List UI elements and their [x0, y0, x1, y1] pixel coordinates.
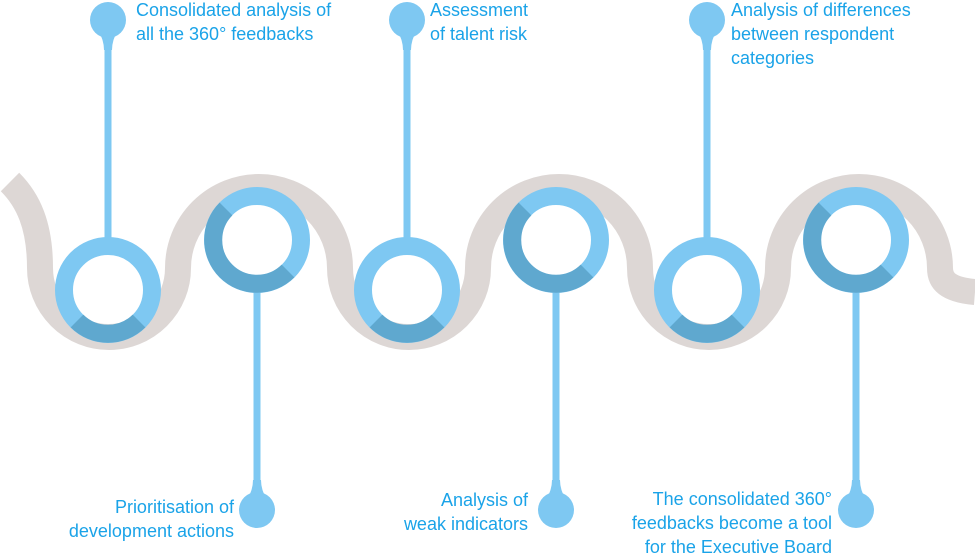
- wave-track: [0, 172, 975, 350]
- ring-6: [803, 187, 909, 293]
- step-3-line-2: of talent risk: [430, 24, 528, 44]
- ring-5: [654, 237, 760, 343]
- connectors: [104, 20, 860, 510]
- ring-2: [204, 187, 310, 293]
- step-6-line-3: for the Executive Board: [644, 537, 832, 555]
- step-2-line-1: Prioritisation of: [114, 497, 234, 517]
- step-4-label: Analysis of weak indicators: [404, 488, 528, 536]
- step-1-label: Consolidated analysis of all the 360° fe…: [136, 0, 331, 46]
- ring-3: [354, 237, 460, 343]
- step-4-line-1: Analysis of: [440, 490, 528, 510]
- step-5-label: Analysis of differences between responde…: [731, 0, 911, 70]
- step-2-label: Prioritisation of development actions: [69, 495, 234, 543]
- step-5-line-1: Analysis of differences: [731, 0, 911, 20]
- step-6-line-2: feedbacks become a tool: [631, 513, 832, 533]
- step-2-line-2: development actions: [68, 521, 234, 541]
- step-1-line-2: all the 360° feedbacks: [136, 24, 314, 44]
- end-dot-4: [538, 480, 574, 528]
- step-4-line-2: weak indicators: [403, 514, 528, 534]
- rings: [55, 187, 909, 343]
- step-5-line-3: categories: [731, 48, 815, 68]
- step-3-label: Assessment of talent risk: [430, 0, 528, 46]
- step-1-line-1: Consolidated analysis of: [136, 0, 332, 20]
- end-dot-5: [689, 2, 725, 50]
- step-6-label: The consolidated 360° feedbacks become a…: [632, 487, 832, 555]
- end-dot-1: [90, 2, 126, 50]
- ring-4: [503, 187, 609, 293]
- ring-1: [55, 237, 161, 343]
- end-dot-2: [239, 480, 275, 528]
- step-3-line-1: Assessment: [430, 0, 529, 20]
- end-dot-6: [838, 480, 874, 528]
- step-5-line-2: between respondent: [731, 24, 895, 44]
- step-6-line-1: The consolidated 360°: [652, 489, 832, 509]
- end-dots: [90, 2, 874, 528]
- end-dot-3: [389, 2, 425, 50]
